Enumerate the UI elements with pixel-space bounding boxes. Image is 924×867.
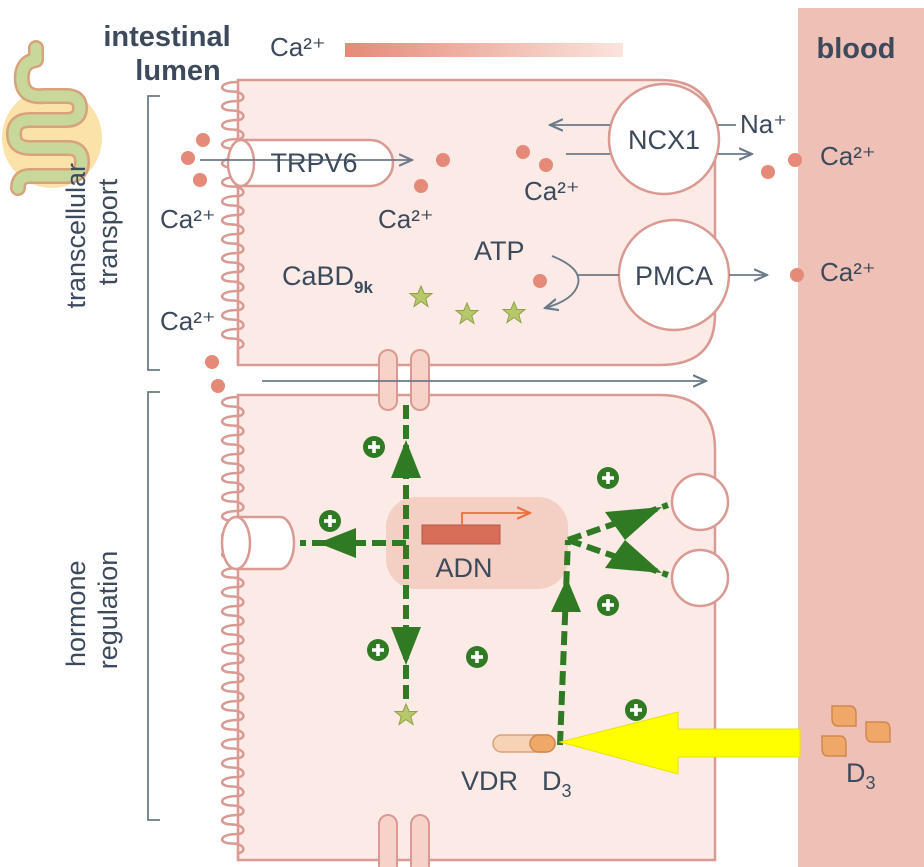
tight-junction-bottom — [378, 814, 430, 867]
atp-arrow — [545, 255, 580, 308]
ncx1-label: NCX1 — [628, 125, 700, 155]
lumen-label-line1: intestinal — [103, 21, 230, 53]
ca-label-left1: Ca²⁺ — [160, 204, 216, 234]
apical-channel — [220, 515, 296, 571]
ca-label-blood2: Ca²⁺ — [820, 257, 876, 287]
cabd-label: CaBD9k — [282, 261, 373, 297]
plus-icon-6 — [466, 646, 488, 668]
vdr-d3-complex — [492, 734, 556, 753]
atp-label: ATP — [474, 236, 525, 266]
ca-gradient-label: Ca²⁺ — [270, 32, 326, 62]
plus-icon-3 — [597, 467, 619, 489]
d3-cell-label: D3 — [542, 766, 572, 801]
ca-label-ncx-in: Ca²⁺ — [524, 176, 580, 206]
vdr-label: VDR — [461, 766, 518, 796]
basolateral-transporter-2 — [670, 548, 730, 608]
na-label: Na⁺ — [740, 109, 787, 139]
blood-label: blood — [817, 33, 896, 65]
d3-blood-label: D3 — [846, 758, 876, 793]
dna-gene-bar — [421, 524, 501, 545]
trpv6-channel[interactable] — [226, 138, 395, 188]
ca-label-left2: Ca²⁺ — [160, 306, 216, 336]
pmca-label: PMCA — [635, 261, 713, 291]
ca-dots — [181, 133, 804, 393]
trpv6-label: TRPV6 — [270, 148, 357, 178]
transcellular-label: transcellular transport — [61, 155, 123, 308]
blood-region — [798, 8, 924, 867]
plus-icon-1 — [363, 436, 385, 458]
tight-junction-top — [378, 349, 430, 411]
highlight-arrow — [558, 711, 801, 775]
adn-label: ADN — [435, 553, 492, 583]
transcription-arrow — [461, 513, 530, 525]
bracket-transcellular — [147, 95, 160, 371]
bracket-hormone — [147, 391, 160, 821]
ncx1-transporter[interactable] — [607, 82, 721, 196]
lumen-label-line2: lumen — [135, 55, 220, 87]
microvilli-top — [221, 80, 245, 364]
microvilli-bottom — [221, 395, 245, 858]
hormone-label: hormone regulation — [61, 551, 123, 670]
plus-icon-4 — [597, 594, 619, 616]
d3-molecules — [821, 705, 891, 757]
regulation-arrowheads — [318, 440, 662, 665]
ca-gradient-bar — [345, 43, 623, 57]
ca-label-mid1: Ca²⁺ — [378, 204, 434, 234]
plus-icon-7 — [625, 699, 647, 721]
intestine-icon — [2, 40, 102, 196]
plus-icon-2 — [319, 510, 341, 532]
plus-icon-5 — [367, 639, 389, 661]
basolateral-transporter-1 — [670, 472, 730, 532]
ca-label-blood1: Ca²⁺ — [820, 141, 876, 171]
